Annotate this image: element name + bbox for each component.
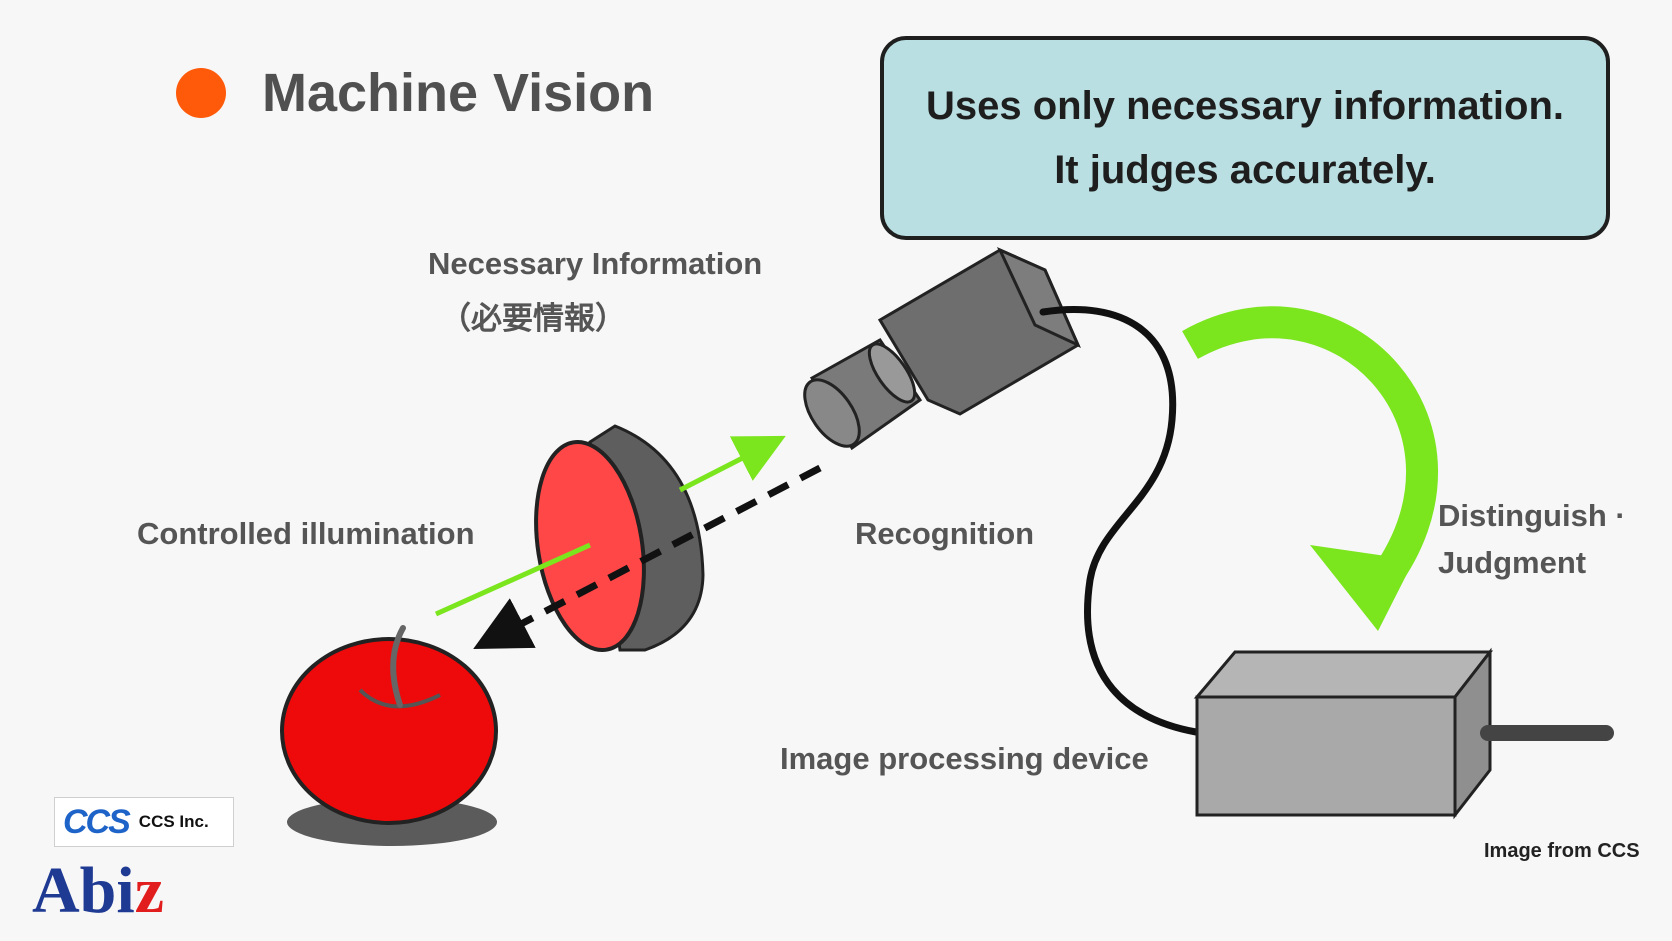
camera-icon: [803, 247, 1081, 451]
recognition-arrow: [473, 464, 822, 649]
ccs-logo-badge: CCS CCS Inc.: [54, 797, 234, 847]
ccs-logo-mark: CCS: [63, 802, 131, 841]
ccs-company-name: CCS Inc.: [138, 812, 209, 831]
label-judgment: Judgment: [1438, 545, 1587, 580]
label-distinguish: Distinguish ·: [1438, 498, 1626, 533]
apple-icon: [280, 625, 498, 846]
abiz-logo-z: z: [134, 854, 165, 927]
camera-cable: [1039, 306, 1200, 736]
label-controlled-illumination: Controlled illumination: [137, 516, 475, 551]
curved-arrow-icon: [1182, 306, 1439, 631]
image-credit: Image from CCS: [1484, 840, 1640, 862]
abiz-logo-main: Abi: [32, 854, 135, 927]
label-image-processing-device: Image processing device: [780, 741, 1149, 776]
callout-line-2: It judges accurately.: [1054, 148, 1436, 192]
reflected-light-arrow: [678, 435, 786, 493]
label-necessary-information: Necessary Information: [428, 246, 763, 281]
title-bullet-icon: [176, 68, 226, 118]
label-necessary-information-jp: （必要情報）: [440, 301, 626, 336]
summary-callout: Uses only necessary information. It judg…: [880, 36, 1610, 240]
image-processor-icon: [1193, 647, 1614, 820]
callout-line-1: Uses only necessary information.: [925, 84, 1564, 128]
abiz-logo: Abiz: [32, 858, 164, 924]
page-title: Machine Vision: [262, 63, 655, 123]
label-recognition: Recognition: [855, 516, 1035, 551]
illumination-beam: [434, 542, 592, 617]
